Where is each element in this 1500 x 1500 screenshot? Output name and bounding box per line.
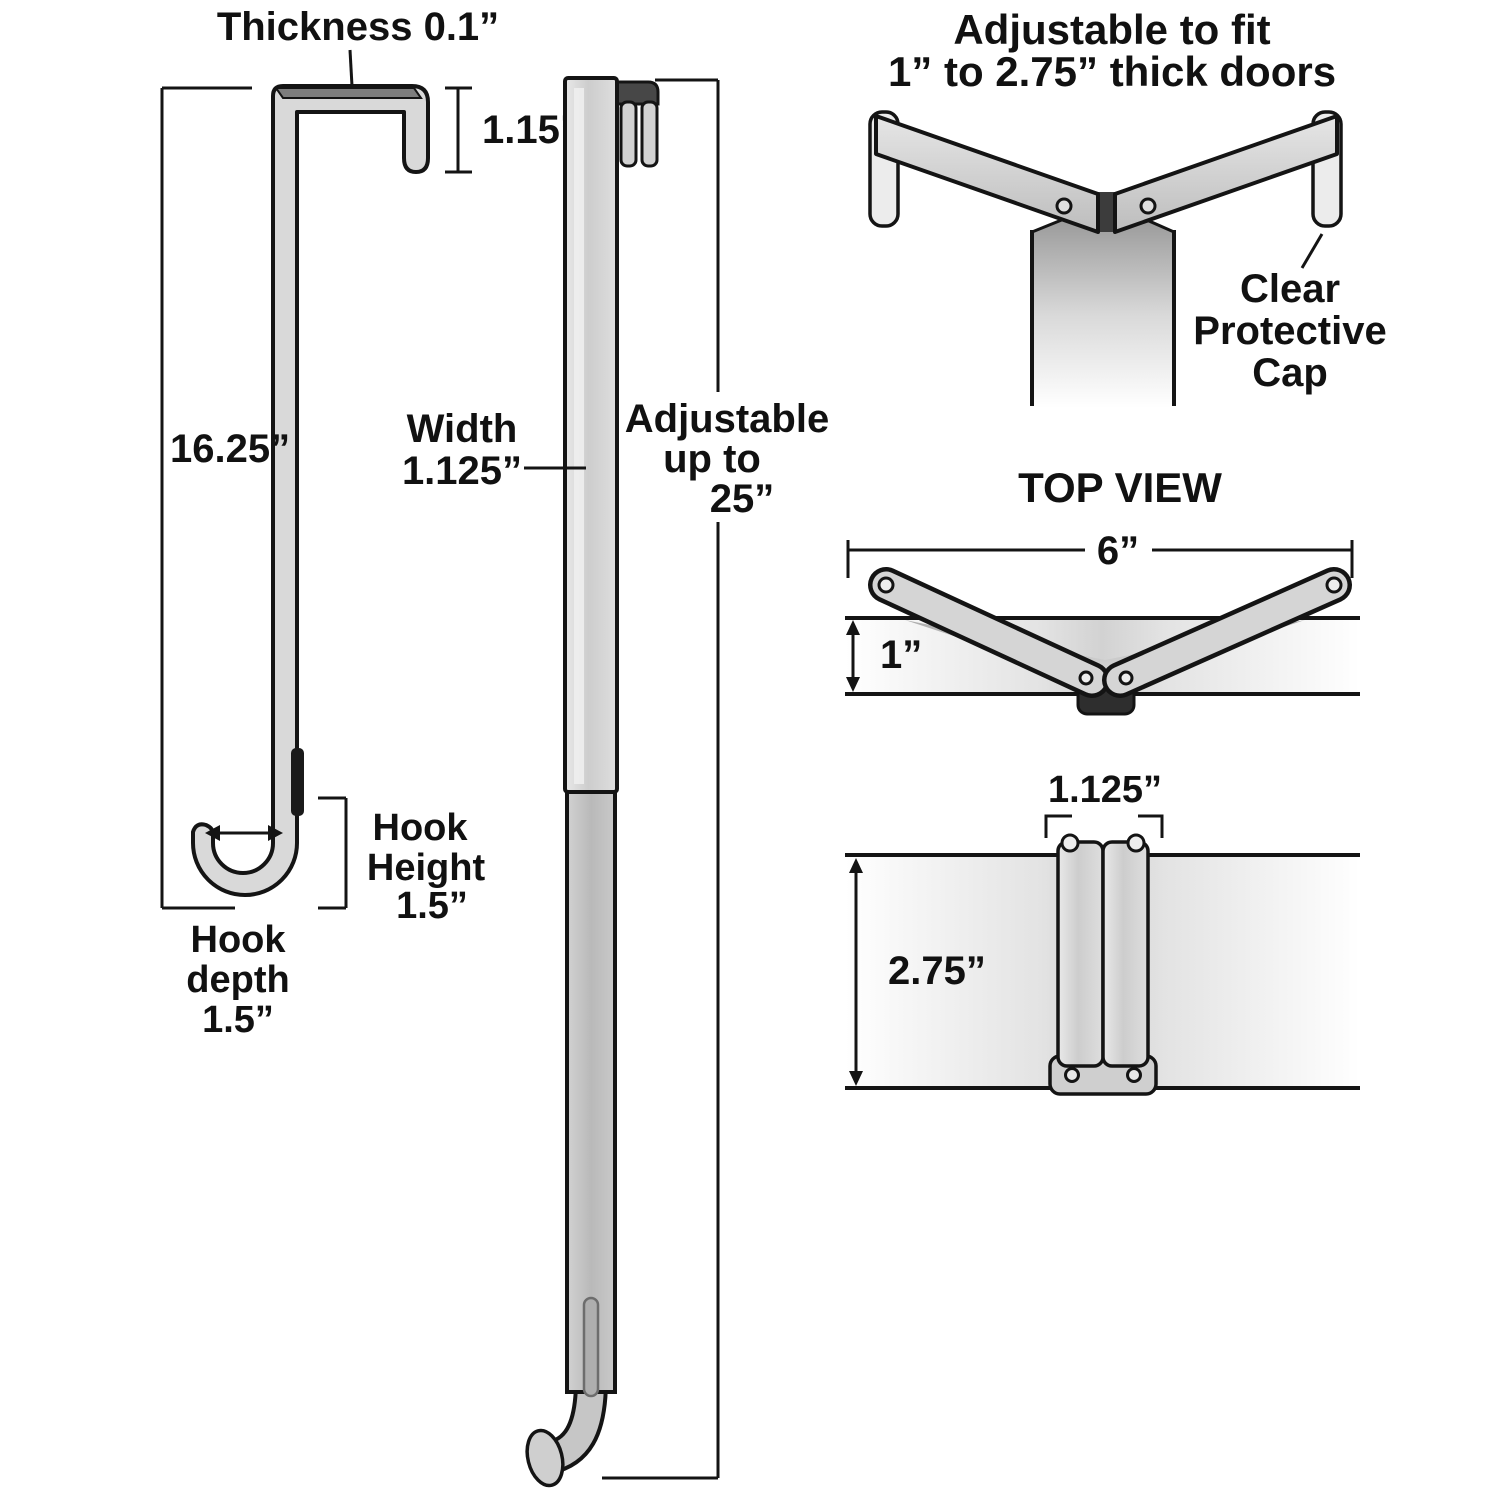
door-fit-title-line2: 1” to 2.75” thick doors <box>888 48 1336 95</box>
height-dimension: 16.25” <box>160 86 290 910</box>
arm-right-rivet <box>1139 197 1157 215</box>
svg-text:Cap: Cap <box>1252 351 1328 395</box>
door-slab <box>1032 202 1174 408</box>
side-hook-clip-mark <box>291 748 304 816</box>
door-fit-title-line1: Adjustable to fit <box>953 6 1270 53</box>
side-view-figure: Thickness 0.1” 1.15” 16.25” Hook <box>160 5 580 1041</box>
arm-right <box>1113 114 1339 234</box>
top-view-pivot-rivet-left <box>1078 670 1094 686</box>
hook-height-label-line2: Height <box>367 847 486 889</box>
top-view-width-dimension: 6” <box>846 529 1354 578</box>
cap-label: Clear Protective Cap <box>1193 233 1387 395</box>
top-view-figure: TOP VIEW 6” 1” <box>845 464 1360 716</box>
front-clip-prong-left <box>619 100 638 168</box>
adjustable-label-line3: 25” <box>710 477 775 521</box>
arm-center-shadow <box>1098 192 1115 232</box>
width-label-line1: Width <box>407 407 518 451</box>
hook-depth-arrow <box>205 825 283 841</box>
width-dimension: Width 1.125” <box>402 407 586 493</box>
bottom-view-bar-left <box>1056 840 1105 1068</box>
side-hook-top-face <box>274 87 423 99</box>
top-view-tip-rivet-left <box>877 576 895 594</box>
svg-text:1.5”: 1.5” <box>202 999 274 1041</box>
thickness-leader-line <box>348 49 354 87</box>
svg-text:depth: depth <box>186 959 289 1001</box>
adjustable-label-line2: up to <box>663 437 761 481</box>
lip-dimension: 1.15” <box>445 86 580 174</box>
front-lower-bar <box>565 790 617 1394</box>
hook-height-label-line1: Hook <box>373 807 469 849</box>
bottom-view-ring-left <box>1060 833 1080 853</box>
bottom-view-depth-dimension: 2.75” <box>849 858 986 1086</box>
arm-left <box>874 114 1100 234</box>
svg-text:Hook: Hook <box>191 919 287 961</box>
svg-text:Protective: Protective <box>1193 309 1386 353</box>
front-upper-bar-highlight <box>574 88 584 784</box>
top-view-arm-left <box>872 571 1106 694</box>
top-view-title: TOP VIEW <box>1018 464 1222 511</box>
top-view-tip-rivet-right <box>1325 576 1343 594</box>
bottom-view-figure: 1.125” 2.75” <box>845 769 1360 1096</box>
height-label: 16.25” <box>170 427 290 471</box>
top-view-arm-right <box>1106 571 1348 694</box>
front-upper-bar <box>563 76 619 794</box>
arm-left-rivet <box>1055 197 1073 215</box>
hook-height-dimension: Hook Height 1.5” <box>318 796 486 927</box>
thickness-label: Thickness 0.1” <box>217 5 499 49</box>
bottom-view-width-label: 1.125” <box>1048 769 1162 811</box>
top-view-depth-dimension: 1” <box>846 620 922 692</box>
top-view-width-label: 6” <box>1097 529 1139 573</box>
side-hook-outline <box>191 84 430 897</box>
front-lower-slot <box>582 1296 600 1398</box>
bottom-view-plate-rivet-right <box>1126 1067 1142 1083</box>
top-view-pivot-rivet-right <box>1118 670 1134 686</box>
adjustable-label-line1: Adjustable <box>625 397 829 441</box>
bottom-view-plate-rivet-left <box>1064 1067 1080 1083</box>
front-view-figure: Width 1.125” Adjustable up to 25” <box>402 76 829 1488</box>
hook-height-label-line3: 1.5” <box>396 885 468 927</box>
bottom-view-bar-right <box>1101 840 1150 1068</box>
bottom-view-depth-label: 2.75” <box>888 949 986 993</box>
hook-depth-label: Hook depth 1.5” <box>186 919 289 1041</box>
door-fit-figure: Adjustable to fit 1” to 2.75” thick door… <box>868 6 1387 408</box>
front-clip-prong-right <box>640 100 659 168</box>
width-label-line2: 1.125” <box>402 449 522 493</box>
front-hook-knob <box>525 1428 565 1488</box>
top-view-depth-label: 1” <box>880 633 922 677</box>
bottom-view-ring-right <box>1126 833 1146 853</box>
svg-text:Clear: Clear <box>1240 267 1340 311</box>
bottom-view-width-dimension: 1.125” <box>1044 769 1164 838</box>
adjustable-dimension: Adjustable up to 25” <box>602 78 829 1480</box>
